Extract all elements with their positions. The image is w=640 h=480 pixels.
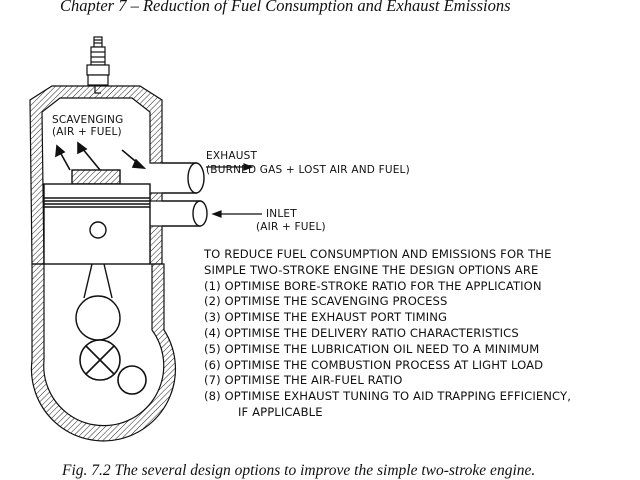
options-intro-line1: TO REDUCE FUEL CONSUMPTION AND EMISSIONS… xyxy=(204,247,552,261)
option-item: (8) OPTIMISE EXHAUST TUNING TO AID TRAPP… xyxy=(204,389,571,404)
option-item: (7) OPTIMISE THE AIR-FUEL RATIO xyxy=(204,373,403,388)
exhaust-pipe xyxy=(162,162,205,194)
exhaust-label-line2: (BURNED GAS + LOST AIR AND FUEL) xyxy=(206,164,410,176)
option-item: (5) OPTIMISE THE LUBRICATION OIL NEED TO… xyxy=(204,341,540,356)
scavenging-label: SCAVENGING (AIR + FUEL) xyxy=(52,114,123,138)
scavenging-label-line1: SCAVENGING xyxy=(52,114,124,126)
option-item: (3) OPTIMISE THE EXHAUST PORT TIMING xyxy=(204,310,448,325)
piston xyxy=(43,169,151,265)
option-item: (1) OPTIMISE BORE-STROKE RATIO FOR THE A… xyxy=(204,278,542,293)
options-intro-line2: SIMPLE TWO-STROKE ENGINE THE DESIGN OPTI… xyxy=(204,262,539,277)
option-item-continuation: IF APPLICABLE xyxy=(238,404,323,419)
spark-plug-icon xyxy=(86,36,110,94)
figure-caption: Fig. 7.2 The several design options to i… xyxy=(62,462,536,479)
option-item: (4) OPTIMISE THE DELIVERY RATIO CHARACTE… xyxy=(204,325,519,340)
inlet-label: INLET xyxy=(266,208,297,220)
inlet-label-sub: (AIR + FUEL) xyxy=(256,221,326,233)
design-options: TO REDUCE FUEL CONSUMPTION AND EMISSIONS… xyxy=(204,247,571,421)
inlet-label-line2: (AIR + FUEL) xyxy=(256,221,326,233)
exhaust-label-line1: EXHAUST xyxy=(206,150,258,162)
inlet-arrow xyxy=(211,210,262,218)
inlet-label-line1: INLET xyxy=(266,208,297,220)
scavenging-arrows xyxy=(55,141,147,171)
exhaust-arrow xyxy=(206,163,254,171)
scavenging-label-line2: (AIR + FUEL) xyxy=(52,126,122,138)
crank-icon xyxy=(79,339,147,395)
chapter-header: Chapter 7 – Reduction of Fuel Consumptio… xyxy=(60,0,511,15)
inlet-pipe xyxy=(162,200,208,227)
option-item: (6) OPTIMISE THE COMBUSTION PROCESS AT L… xyxy=(204,357,544,372)
option-item: (2) OPTIMISE THE SCAVENGING PROCESS xyxy=(204,294,448,309)
exhaust-label: EXHAUST (BURNED GAS + LOST AIR AND FUEL) xyxy=(206,150,410,176)
crankcase xyxy=(30,263,177,442)
connecting-rod xyxy=(75,263,121,341)
